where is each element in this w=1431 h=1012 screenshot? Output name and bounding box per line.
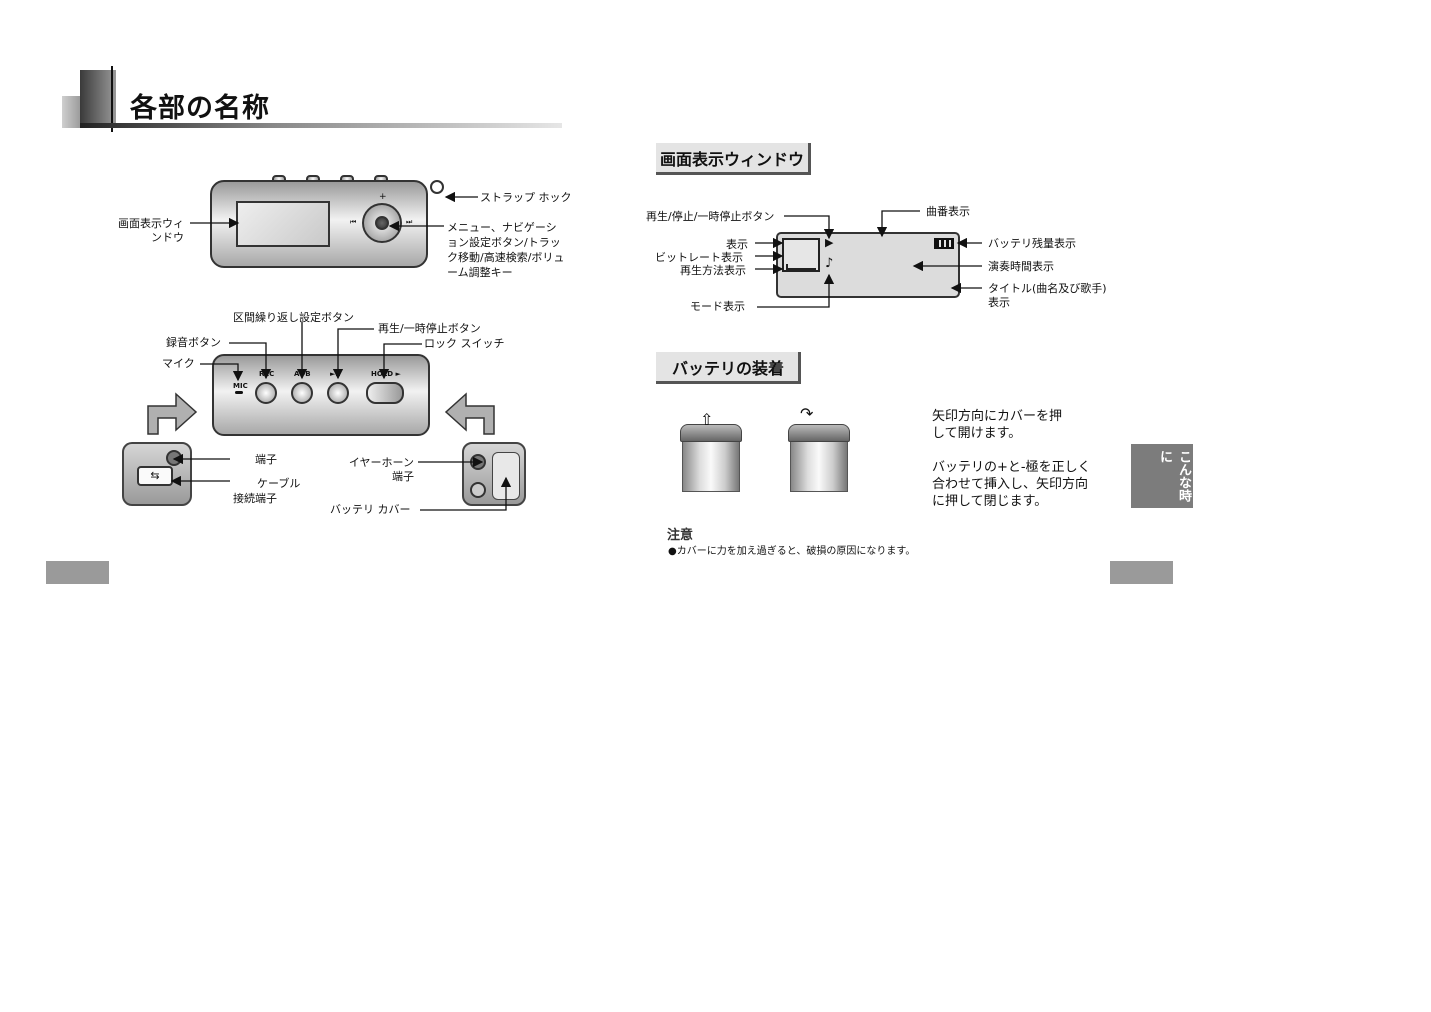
battery-cover-label: バッテリ カバー [330, 503, 411, 516]
mic-label: マイク [162, 357, 195, 370]
battery-step1-text: 矢印方向にカバーを押 して開けます。 [932, 409, 1063, 441]
record-button-label: 録音ボタン [166, 336, 221, 349]
player-display-window [236, 201, 330, 247]
play-pause-label: 再生/一時停止ボタン [378, 322, 481, 335]
play-pause-button [327, 382, 349, 404]
title-decoration-dark [80, 70, 116, 128]
page-number-box-right [1110, 561, 1173, 584]
mic-text: MIC [233, 382, 248, 390]
prev-icon: ⏮ [350, 218, 357, 226]
play-stop-label: 再生/停止/一時停止ボタン [646, 210, 775, 223]
page-number-box-left [46, 561, 109, 584]
hold-switch [366, 382, 404, 404]
left-terminal-jack [166, 450, 182, 466]
ab-repeat-button [291, 382, 313, 404]
section-repeat-label: 区間繰り返し設定ボタン [233, 311, 354, 324]
cable-label: ケーブル [257, 477, 301, 490]
right-view-arrow [444, 392, 495, 435]
lcd-play-icon: ▶ [825, 236, 834, 249]
up-arrow-icon: ⇧ [700, 410, 714, 429]
terminal-label: 端子 [255, 453, 277, 466]
title-vertical-rule [111, 66, 113, 132]
note-title: 注意 [667, 528, 694, 543]
play-method-label: 再生方法表示 [680, 264, 746, 277]
battery-step2-text: バッテリの+と-極を正しく 合わせて挿入し、矢印方向 に押して閉じます。 [932, 460, 1091, 509]
lcd-note-icon: ♪ [825, 256, 834, 271]
strap-hook-label: ストラップ ホック [480, 191, 572, 204]
track-number-label: 曲番表示 [926, 205, 970, 218]
chapter-side-tab[interactable]: こんな時に [1131, 444, 1193, 508]
cable-terminal-label: 接続端子 [233, 492, 277, 505]
lcd-mode-box [782, 238, 820, 272]
play-time-label: 演奏時間表示 [988, 260, 1054, 273]
battery-cover-panel [492, 452, 520, 500]
mic-hole [235, 391, 243, 394]
earphone-label: イヤーホーン 端子 [348, 456, 414, 483]
battery-section-header: バッテリの装着 [656, 352, 802, 384]
bitrate-label: ビットレート表示 [655, 251, 743, 264]
curved-arrow-icon: ↷ [800, 404, 814, 423]
display-label: 表示 [726, 238, 748, 251]
title-info-label: タイトル(曲名及び歌手) 表示 [988, 282, 1107, 309]
headphone-icon [470, 482, 486, 498]
dial-center-button [375, 216, 389, 230]
rec-text: REC [259, 370, 275, 378]
battery-illustration-2-body [790, 438, 848, 492]
record-button [255, 382, 277, 404]
left-view-arrow [147, 392, 198, 435]
battery-level-label: バッテリ残量表示 [988, 237, 1076, 250]
display-section-header: 画面表示ウィンドウ [656, 143, 812, 175]
battery-illustration-1-top [680, 424, 742, 442]
display-window-label: 画面表示ウィ ンドウ [118, 217, 184, 244]
lock-switch-label: ロック スイッチ [424, 337, 505, 350]
battery-illustration-2-top [788, 424, 850, 442]
note-text: ●カバーに力を加え過ぎると、破損の原因になります。 [668, 546, 916, 557]
plus-icon: + [379, 192, 387, 202]
play-pause-text: ►II [330, 370, 341, 378]
strap-hook-ring [430, 180, 444, 194]
battery-illustration-1-body [682, 438, 740, 492]
lcd-battery-icon [934, 238, 954, 249]
lcd-box-inner-mark [786, 264, 816, 270]
menu-key-label: メニュー、ナビゲーシ ョン設定ボタン/トラッ ク移動/高速検索/ボリュ ーム調整… [447, 221, 565, 279]
next-icon: ⏭ [406, 218, 413, 226]
title-underline [80, 123, 562, 128]
ab-text: A↔B [294, 370, 311, 378]
page-title: 各部の名称 [130, 93, 270, 124]
earphone-jack [470, 454, 486, 470]
mode-label: モード表示 [690, 300, 745, 313]
usb-icon: ⇆ [137, 466, 173, 486]
hold-text: HOLD ► [371, 370, 401, 378]
